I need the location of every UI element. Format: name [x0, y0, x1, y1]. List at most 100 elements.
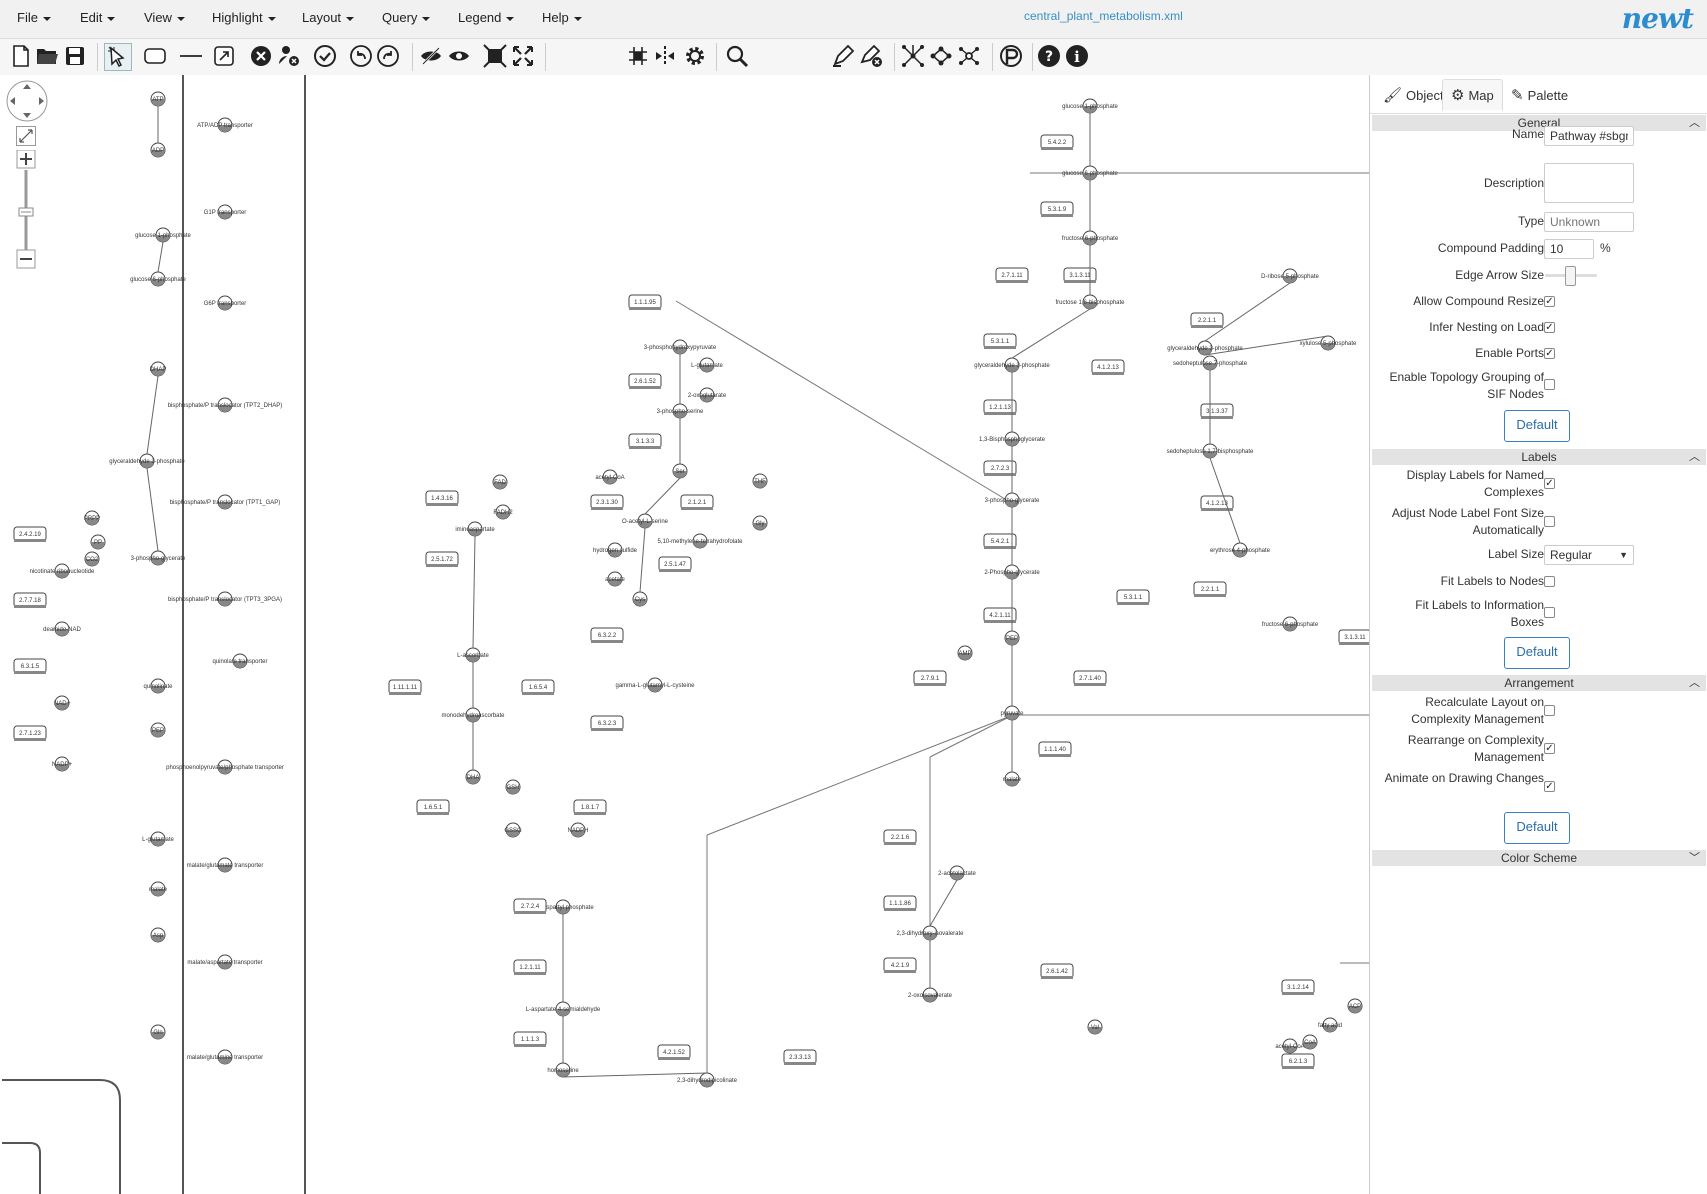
recalculate-layout-checkbox[interactable]	[1544, 705, 1555, 716]
enzyme-node[interactable]: 2.7.1.40	[1073, 670, 1107, 686]
molecule-node[interactable]: GSH	[505, 779, 521, 795]
molecule-node[interactable]: G6P transporter	[204, 295, 247, 311]
molecule-node[interactable]: DHAP	[150, 361, 167, 377]
menu-query[interactable]: Query	[382, 10, 431, 25]
enzyme-node[interactable]: 1.11.1.11	[388, 679, 422, 695]
enzyme-node[interactable]: 6.3.1.5	[13, 658, 47, 674]
delete-smart-icon[interactable]	[276, 43, 302, 69]
zoom-out-button[interactable]	[17, 250, 37, 270]
enzyme-node[interactable]: 3.1.3.11	[1338, 629, 1369, 645]
enzyme-node[interactable]: 2.7.9.1	[913, 670, 947, 686]
tab-map[interactable]: ⚙Map	[1442, 79, 1503, 111]
molecule-node[interactable]: O-acetyl-L-serine	[622, 513, 669, 529]
molecule-node[interactable]: acetyl-CoA	[595, 469, 625, 485]
molecule-node[interactable]: acetate	[605, 571, 626, 587]
save-icon[interactable]	[62, 43, 88, 69]
molecule-node[interactable]: 2,3-dihydrodipicolinate	[677, 1072, 738, 1088]
allow-compound-resize-checkbox[interactable]: ✓	[1544, 296, 1555, 307]
help-icon[interactable]: ?	[1036, 43, 1062, 69]
molecule-node[interactable]: sedoheptulose 7-phosphate	[1173, 355, 1248, 371]
check-validity-icon[interactable]	[312, 43, 338, 69]
add-compound-icon[interactable]	[211, 43, 237, 69]
molecule-node[interactable]: glucose 1-phosphate	[1062, 98, 1119, 114]
enzyme-node[interactable]: 4.1.2.13	[1091, 359, 1125, 375]
molecule-node[interactable]: PRPP	[84, 510, 100, 526]
molecule-node[interactable]: PP	[90, 534, 106, 550]
molecule-node[interactable]: fatty acid	[1318, 1017, 1342, 1033]
map-type-input[interactable]	[1544, 212, 1634, 232]
molecule-node[interactable]: fructose 1,6-bisphosphate	[1055, 294, 1125, 310]
enzyme-node[interactable]: 5.3.1.9	[1040, 201, 1074, 217]
molecule-node[interactable]: Asp	[150, 927, 166, 943]
molecule-node[interactable]: 1,3-Bisphosphoglycerate	[979, 431, 1046, 447]
molecule-node[interactable]: G1P transporter	[204, 204, 247, 220]
menu-view[interactable]: View	[144, 10, 185, 25]
molecule-node[interactable]: NADPH	[567, 822, 589, 838]
molecule-node[interactable]: erythrose 4-phosphate	[1210, 542, 1271, 558]
enzyme-node[interactable]: 2.5.1.47	[658, 556, 692, 572]
section-labels-header[interactable]: Labels︿	[1372, 449, 1706, 465]
enzyme-node[interactable]: 4.2.1.9	[883, 957, 917, 973]
enzyme-node[interactable]: 5.3.1.1	[1116, 589, 1150, 605]
molecule-node[interactable]: 3-phosphohydroxypyruvate	[644, 339, 717, 355]
molecule-node[interactable]: 3-phospho-serine	[657, 403, 704, 419]
molecule-node[interactable]: quinolate transporter	[212, 653, 268, 669]
zoom-in-button[interactable]	[17, 150, 37, 170]
molecule-node[interactable]: malate/glutamine transporter	[187, 1049, 263, 1065]
molecule-node[interactable]: malate/glutamate transporter	[187, 857, 264, 873]
molecule-node[interactable]: phosphoenolpyruvate/phosphate transporte…	[166, 759, 284, 775]
molecule-node[interactable]: D-ribose 5-phosphate	[1261, 268, 1320, 284]
molecule-node[interactable]: fructose 6-phosphate	[1062, 230, 1119, 246]
molecule-node[interactable]: 2,3-dihydroxy-isovalerate	[896, 925, 964, 941]
show-icon[interactable]	[446, 43, 472, 69]
enzyme-node[interactable]: 2.7.2.3	[983, 460, 1017, 476]
molecule-node[interactable]: acetyl-CoA	[1275, 1038, 1305, 1054]
molecule-node[interactable]: PEP	[1004, 630, 1020, 646]
enzyme-node[interactable]: 6.2.1.3	[1281, 1053, 1315, 1069]
enzyme-node[interactable]: 2.7.1.11	[995, 267, 1029, 283]
molecule-node[interactable]: Gln	[150, 1024, 166, 1040]
molecule-node[interactable]: Val	[1087, 1019, 1103, 1035]
zoom-search-icon[interactable]	[724, 43, 750, 69]
enzyme-node[interactable]: 1.1.1.3	[513, 1031, 547, 1047]
enzyme-node[interactable]: 2.1.2.1	[680, 494, 714, 510]
fit-to-screen-icon[interactable]	[16, 126, 36, 146]
enzyme-node[interactable]: 1.2.1.11	[513, 959, 547, 975]
molecule-node[interactable]: DHA	[465, 769, 481, 785]
enzyme-node[interactable]: 6.3.2.3	[590, 715, 624, 731]
grid-icon[interactable]	[625, 43, 651, 69]
general-default-button[interactable]: Default	[1504, 410, 1570, 442]
molecule-node[interactable]: CoA	[1302, 1034, 1318, 1050]
neighbors-icon[interactable]	[900, 43, 926, 69]
molecule-node[interactable]: xylulose 5-phosphate	[1300, 335, 1357, 351]
enzyme-node[interactable]: 2.7.2.4	[513, 898, 547, 914]
molecule-node[interactable]: 2-oxoglutarate	[688, 387, 727, 403]
enzyme-node[interactable]: 4.2.1.11	[983, 607, 1017, 623]
molecule-node[interactable]: 2-oxoisovalerate	[908, 987, 953, 1003]
open-folder-icon[interactable]	[34, 43, 60, 69]
molecule-node[interactable]: quinolinate	[143, 678, 173, 694]
align-icon[interactable]	[652, 43, 678, 69]
molecule-node[interactable]: Cys	[632, 591, 648, 607]
menu-help[interactable]: Help	[542, 10, 582, 25]
molecule-node[interactable]: glucose 6-phosphate	[130, 271, 187, 287]
molecule-node[interactable]: sedoheptulose 1,7-bisphosphate	[1167, 443, 1254, 459]
pan-control[interactable]	[6, 80, 48, 122]
remove-highlight-icon[interactable]	[858, 43, 884, 69]
redo-icon[interactable]	[375, 43, 401, 69]
enzyme-node[interactable]: 1.4.3.16	[425, 490, 459, 506]
menu-file[interactable]: File	[17, 10, 51, 25]
molecule-node[interactable]: iminoaspartate	[455, 521, 495, 537]
enzyme-node[interactable]: 3.1.3.37	[1200, 403, 1234, 419]
molecule-node[interactable]: 5,10-methylene-tetrahydrofolate	[657, 533, 743, 549]
molecule-node[interactable]: Gly	[752, 515, 768, 531]
tab-object[interactable]: 🖌Object	[1374, 79, 1453, 111]
molecule-node[interactable]: CO2	[84, 551, 100, 567]
molecule-node[interactable]: NAD+	[54, 695, 71, 711]
enzyme-node[interactable]: 1.8.1.7	[573, 799, 607, 815]
molecule-node[interactable]: malate	[1003, 771, 1022, 787]
animate-drawing-checkbox[interactable]: ✓	[1544, 781, 1555, 792]
enzyme-node[interactable]: 1.1.1.86	[883, 895, 917, 911]
enzyme-node[interactable]: 1.6.5.1	[416, 799, 450, 815]
